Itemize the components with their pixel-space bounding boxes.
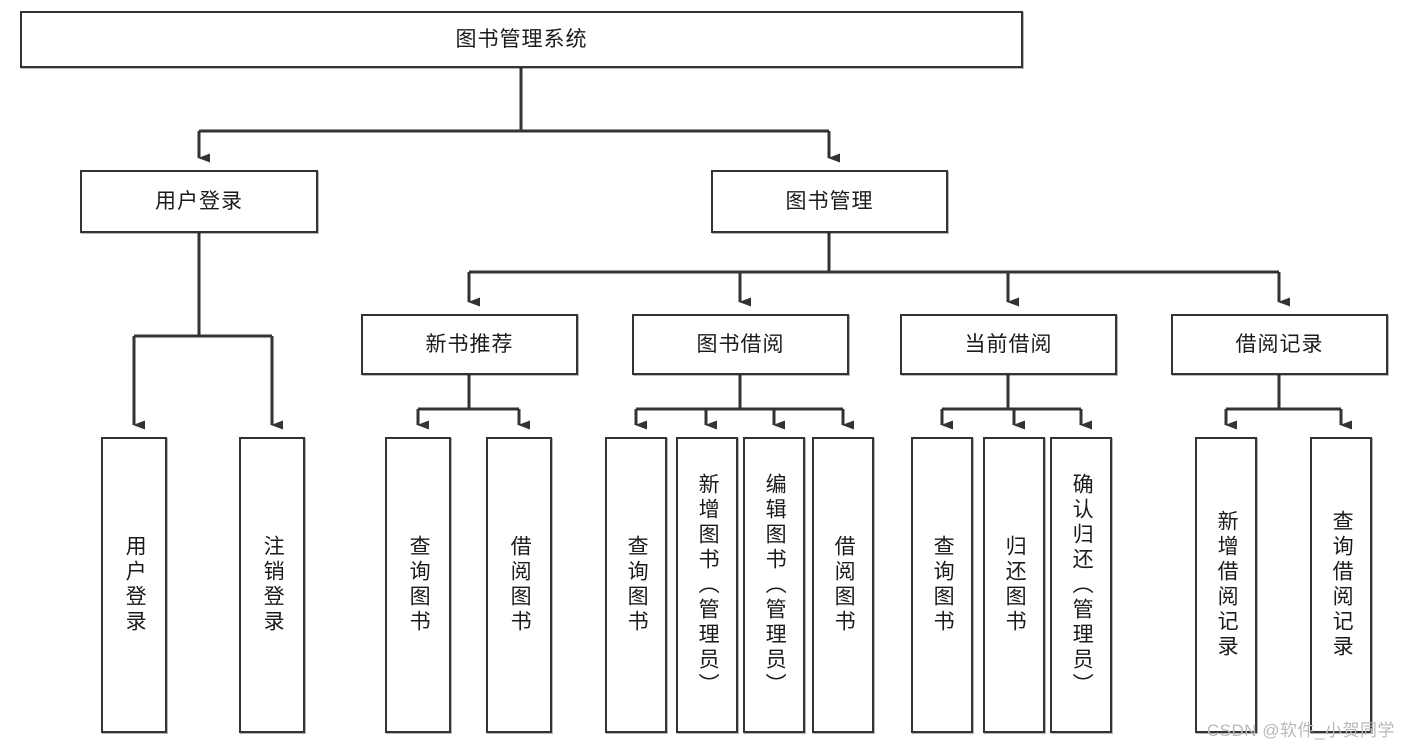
node-leaf-query-borrow-record[interactable]: 查询借阅记录 bbox=[1310, 437, 1372, 733]
node-leaf-confirm-return-admin-label: 确认归还（管理员） bbox=[1070, 472, 1094, 698]
node-leaf-logout-login[interactable]: 注销登录 bbox=[239, 437, 305, 733]
node-new-book-recommend[interactable]: 新书推荐 bbox=[361, 314, 578, 375]
node-leaf-return-book[interactable]: 归还图书 bbox=[983, 437, 1045, 733]
node-leaf-edit-book-admin[interactable]: 编辑图书（管理员） bbox=[743, 437, 805, 733]
node-leaf-borrow-book-recommend-label: 借阅图书 bbox=[508, 535, 532, 635]
node-root[interactable]: 图书管理系统 bbox=[20, 11, 1023, 68]
node-current-borrow[interactable]: 当前借阅 bbox=[900, 314, 1117, 375]
node-new-book-recommend-label: 新书推荐 bbox=[425, 332, 514, 356]
node-book-borrow[interactable]: 图书借阅 bbox=[632, 314, 849, 375]
node-leaf-borrow-book-label: 借阅图书 bbox=[832, 535, 856, 635]
node-leaf-query-book-recommend-label: 查询图书 bbox=[407, 535, 431, 635]
node-leaf-add-borrow-record-label: 新增借阅记录 bbox=[1215, 510, 1239, 660]
node-leaf-add-borrow-record[interactable]: 新增借阅记录 bbox=[1195, 437, 1257, 733]
node-root-label: 图书管理系统 bbox=[455, 27, 588, 51]
node-current-borrow-label: 当前借阅 bbox=[964, 332, 1053, 356]
csdn-watermark: CSDN @软件_小贺同学 bbox=[1206, 721, 1395, 740]
node-book-management-label: 图书管理 bbox=[785, 189, 874, 213]
node-leaf-add-book-admin-label: 新增图书（管理员） bbox=[696, 472, 720, 698]
node-book-borrow-label: 图书借阅 bbox=[696, 332, 785, 356]
node-book-management[interactable]: 图书管理 bbox=[711, 170, 948, 233]
node-leaf-query-borrow-record-label: 查询借阅记录 bbox=[1330, 510, 1354, 660]
node-leaf-logout-login-label: 注销登录 bbox=[261, 535, 285, 635]
node-leaf-query-book-borrow-label: 查询图书 bbox=[625, 535, 649, 635]
node-leaf-query-book-recommend[interactable]: 查询图书 bbox=[385, 437, 451, 733]
node-leaf-confirm-return-admin[interactable]: 确认归还（管理员） bbox=[1050, 437, 1112, 733]
node-leaf-user-login-label: 用户登录 bbox=[123, 535, 147, 635]
node-borrow-record-label: 借阅记录 bbox=[1235, 332, 1324, 356]
node-leaf-query-book-current-label: 查询图书 bbox=[931, 535, 955, 635]
node-leaf-edit-book-admin-label: 编辑图书（管理员） bbox=[763, 472, 787, 698]
node-leaf-add-book-admin[interactable]: 新增图书（管理员） bbox=[676, 437, 738, 733]
node-borrow-record[interactable]: 借阅记录 bbox=[1171, 314, 1388, 375]
node-leaf-user-login[interactable]: 用户登录 bbox=[101, 437, 167, 733]
node-leaf-query-book-borrow[interactable]: 查询图书 bbox=[605, 437, 667, 733]
node-user-login-label: 用户登录 bbox=[155, 189, 243, 213]
node-leaf-borrow-book-recommend[interactable]: 借阅图书 bbox=[486, 437, 552, 733]
node-leaf-query-book-current[interactable]: 查询图书 bbox=[911, 437, 973, 733]
node-user-login[interactable]: 用户登录 bbox=[80, 170, 318, 233]
node-leaf-borrow-book[interactable]: 借阅图书 bbox=[812, 437, 874, 733]
node-leaf-return-book-label: 归还图书 bbox=[1003, 535, 1027, 635]
